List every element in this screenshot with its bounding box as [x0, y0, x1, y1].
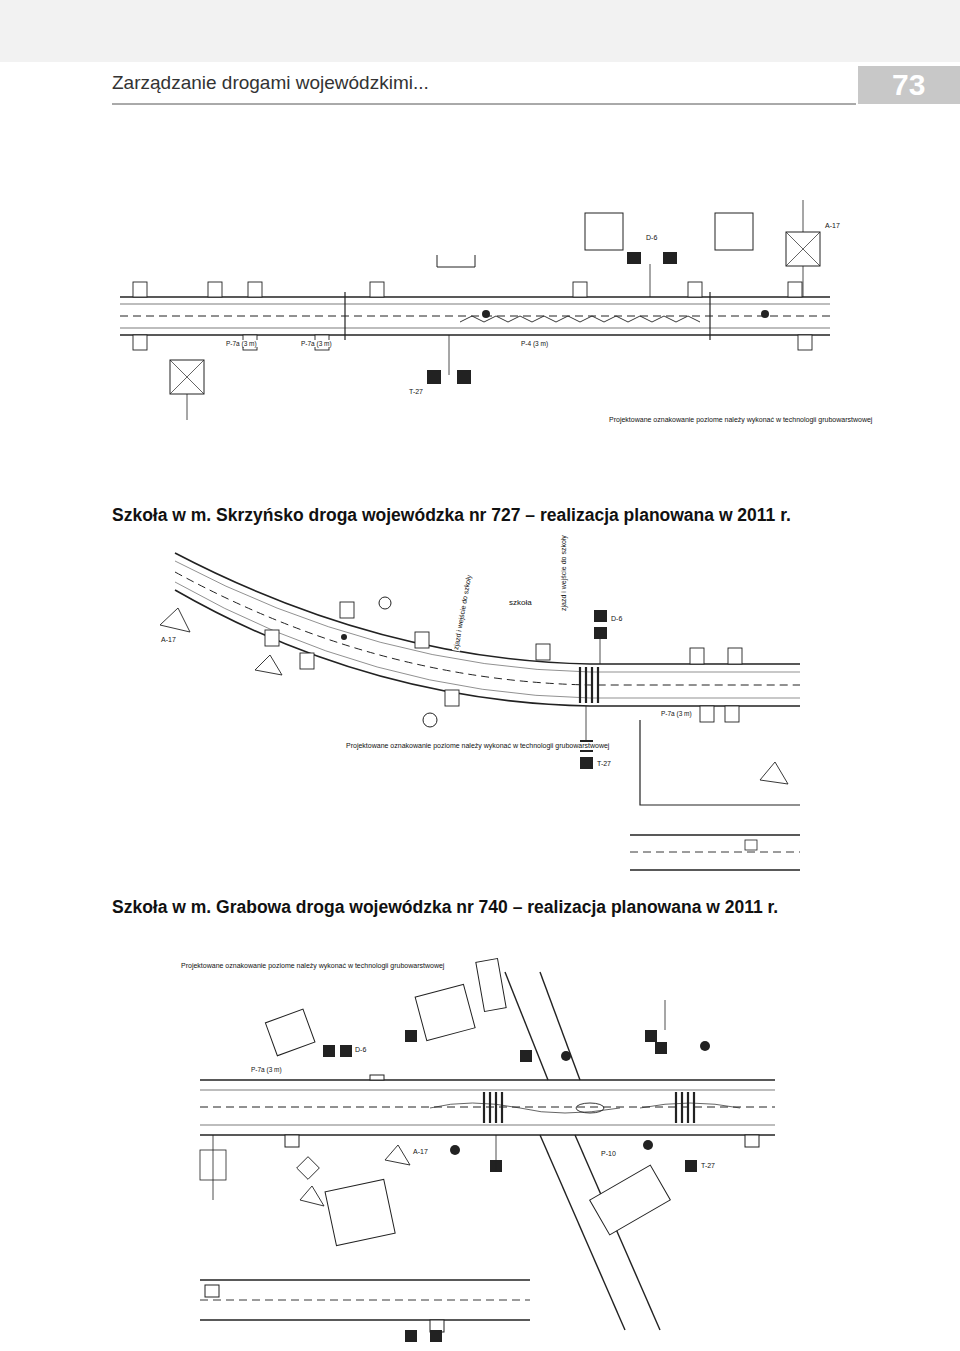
- running-header: Zarządzanie drogami wojewódzkimi...: [112, 72, 429, 94]
- plan-note: Projektowane oznakowanie poziome należy …: [345, 742, 610, 750]
- page-number-band: [858, 66, 960, 104]
- sign-code: T-27: [700, 1162, 716, 1170]
- road-plan-grabowa: [160, 553, 800, 870]
- marking-code: P-7a (3 m): [225, 340, 258, 347]
- plan-note: Projektowane oznakowanie poziome należy …: [180, 962, 445, 970]
- building-label: szkoła: [508, 598, 533, 607]
- figure-caption: Szkoła w m. Skrzyńsko droga wojewódzka n…: [112, 505, 791, 525]
- sign-code: D-6: [645, 234, 658, 242]
- sign-code: A-17: [824, 222, 841, 230]
- header-rule: [112, 104, 856, 105]
- sign-code: D-6: [610, 615, 623, 623]
- road-plan-skrzynsko: [120, 200, 830, 420]
- marking-code: P-7a (3 m): [660, 710, 693, 717]
- sign-code: T-27: [596, 760, 612, 768]
- access-note: zjazd i wejście do szkoły: [452, 573, 473, 651]
- marking-code: P-7a (3 m): [250, 1066, 283, 1073]
- road-plan-3: [200, 958, 775, 1342]
- sign-code: T-27: [408, 388, 424, 396]
- plan-note: Projektowane oznakowanie poziome należy …: [608, 416, 873, 424]
- sign-code: A-17: [412, 1148, 429, 1156]
- page-header: [0, 0, 960, 104]
- access-note: zjazd i wejście do szkoły: [560, 534, 568, 612]
- marking-code: P-4 (3 m): [520, 340, 549, 347]
- sign-code: D-6: [354, 1046, 367, 1054]
- figure-caption: Szkoła w m. Grabowa droga wojewódzka nr …: [112, 897, 778, 917]
- sign-code: A-17: [160, 636, 177, 644]
- header-band: [0, 0, 960, 62]
- marking-code: P-7a (3 m): [300, 340, 333, 347]
- page-number: 73: [892, 68, 925, 103]
- marking-code: P-10: [600, 1150, 617, 1158]
